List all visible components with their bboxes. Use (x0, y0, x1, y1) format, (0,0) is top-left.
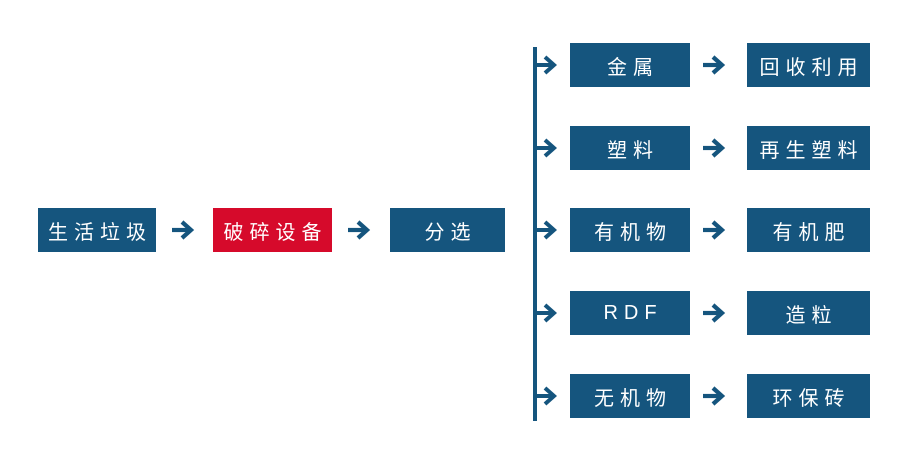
node-granulation: 造粒 (747, 291, 870, 335)
arrow-right-icon (346, 219, 376, 241)
arrow-right-icon (701, 54, 731, 76)
branch-arrow-icon (534, 302, 566, 324)
node-recycled-plastic: 再生塑料 (747, 126, 870, 170)
node-sorting: 分选 (390, 208, 505, 252)
branch-arrow-icon (534, 219, 566, 241)
node-recycling: 回收利用 (747, 43, 870, 87)
branch-connector-line (533, 47, 537, 421)
branch-arrow-icon (534, 54, 566, 76)
arrow-right-icon (170, 219, 200, 241)
arrow-right-icon (701, 385, 731, 407)
branch-arrow-icon (534, 137, 566, 159)
node-household-waste: 生活垃圾 (38, 208, 156, 252)
arrow-right-icon (701, 137, 731, 159)
branch-arrow-icon (534, 385, 566, 407)
arrow-right-icon (701, 302, 731, 324)
node-inorganic-matter: 无机物 (570, 374, 690, 418)
node-rdf: RDF (570, 291, 690, 335)
node-organic-matter: 有机物 (570, 208, 690, 252)
node-plastic: 塑料 (570, 126, 690, 170)
arrow-right-icon (701, 219, 731, 241)
node-eco-brick: 环保砖 (747, 374, 870, 418)
node-crushing-equipment: 破碎设备 (213, 208, 332, 252)
node-metal: 金属 (570, 43, 690, 87)
node-organic-fertilizer: 有机肥 (747, 208, 870, 252)
